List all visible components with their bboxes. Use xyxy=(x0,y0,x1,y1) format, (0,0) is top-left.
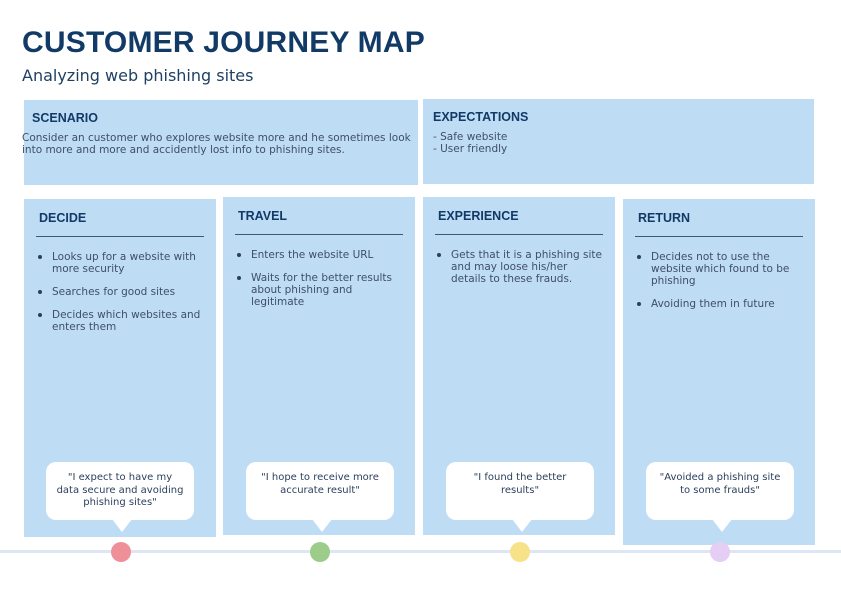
timeline-dot-experience xyxy=(510,542,530,562)
quote-bubble-travel: "I hope to receive more accurate result" xyxy=(246,462,394,532)
stage-bullets: Decides not to use the website which fou… xyxy=(635,251,805,321)
timeline-dot-return xyxy=(710,542,730,562)
scenario-text: Consider an customer who explores websit… xyxy=(22,132,411,156)
stage-heading: EXPERIENCE xyxy=(438,209,519,223)
scenario-panel: SCENARIO Consider an customer who explor… xyxy=(22,100,418,185)
stage-bullets: Looks up for a website with more securit… xyxy=(36,251,206,344)
bullet-item: Gets that it is a phishing site and may … xyxy=(435,249,605,285)
expectation-item: - Safe website xyxy=(433,131,508,143)
quote-bubble-experience: "I found the better results" xyxy=(446,462,594,532)
quote-text: "Avoided a phishing site to some frauds" xyxy=(659,472,781,496)
quote-text: "I expect to have my data secure and avo… xyxy=(56,472,184,508)
divider xyxy=(435,234,603,235)
quote-text: "I hope to receive more accurate result" xyxy=(261,472,379,496)
scenario-heading: SCENARIO xyxy=(32,111,98,125)
divider xyxy=(235,234,403,235)
bullet-item: Searches for good sites xyxy=(36,286,206,298)
stage-heading: RETURN xyxy=(638,211,691,225)
stage-heading: DECIDE xyxy=(39,211,87,225)
bullet-item: Waits for the better results about phish… xyxy=(235,272,405,308)
divider xyxy=(635,236,803,237)
page-subtitle: Analyzing web phishing sites xyxy=(22,66,254,85)
timeline-dot-travel xyxy=(310,542,330,562)
expectations-list: - Safe website - User friendly xyxy=(433,131,507,155)
bullet-item: Enters the website URL xyxy=(235,249,405,261)
expectations-panel: EXPECTATIONS - Safe website - User frien… xyxy=(423,99,814,184)
stage-bullets: Gets that it is a phishing site and may … xyxy=(435,249,605,296)
timeline-line xyxy=(0,550,841,553)
bullet-item: Decides which websites and enters them xyxy=(36,309,206,333)
bullet-item: Avoiding them in future xyxy=(635,298,805,310)
stage-heading: TRAVEL xyxy=(238,209,288,223)
bullet-item: Looks up for a website with more securit… xyxy=(36,251,206,275)
page-title: CUSTOMER JOURNEY MAP xyxy=(22,26,425,59)
quote-bubble-return: "Avoided a phishing site to some frauds" xyxy=(646,462,794,532)
stage-bullets: Enters the website URL Waits for the bet… xyxy=(235,249,405,319)
expectation-item: - User friendly xyxy=(433,143,508,155)
quote-bubble-decide: "I expect to have my data secure and avo… xyxy=(46,462,194,532)
bullet-item: Decides not to use the website which fou… xyxy=(635,251,805,287)
expectations-heading: EXPECTATIONS xyxy=(433,110,529,124)
divider xyxy=(36,236,204,237)
timeline-dot-decide xyxy=(111,542,131,562)
quote-text: "I found the better results" xyxy=(473,472,567,496)
